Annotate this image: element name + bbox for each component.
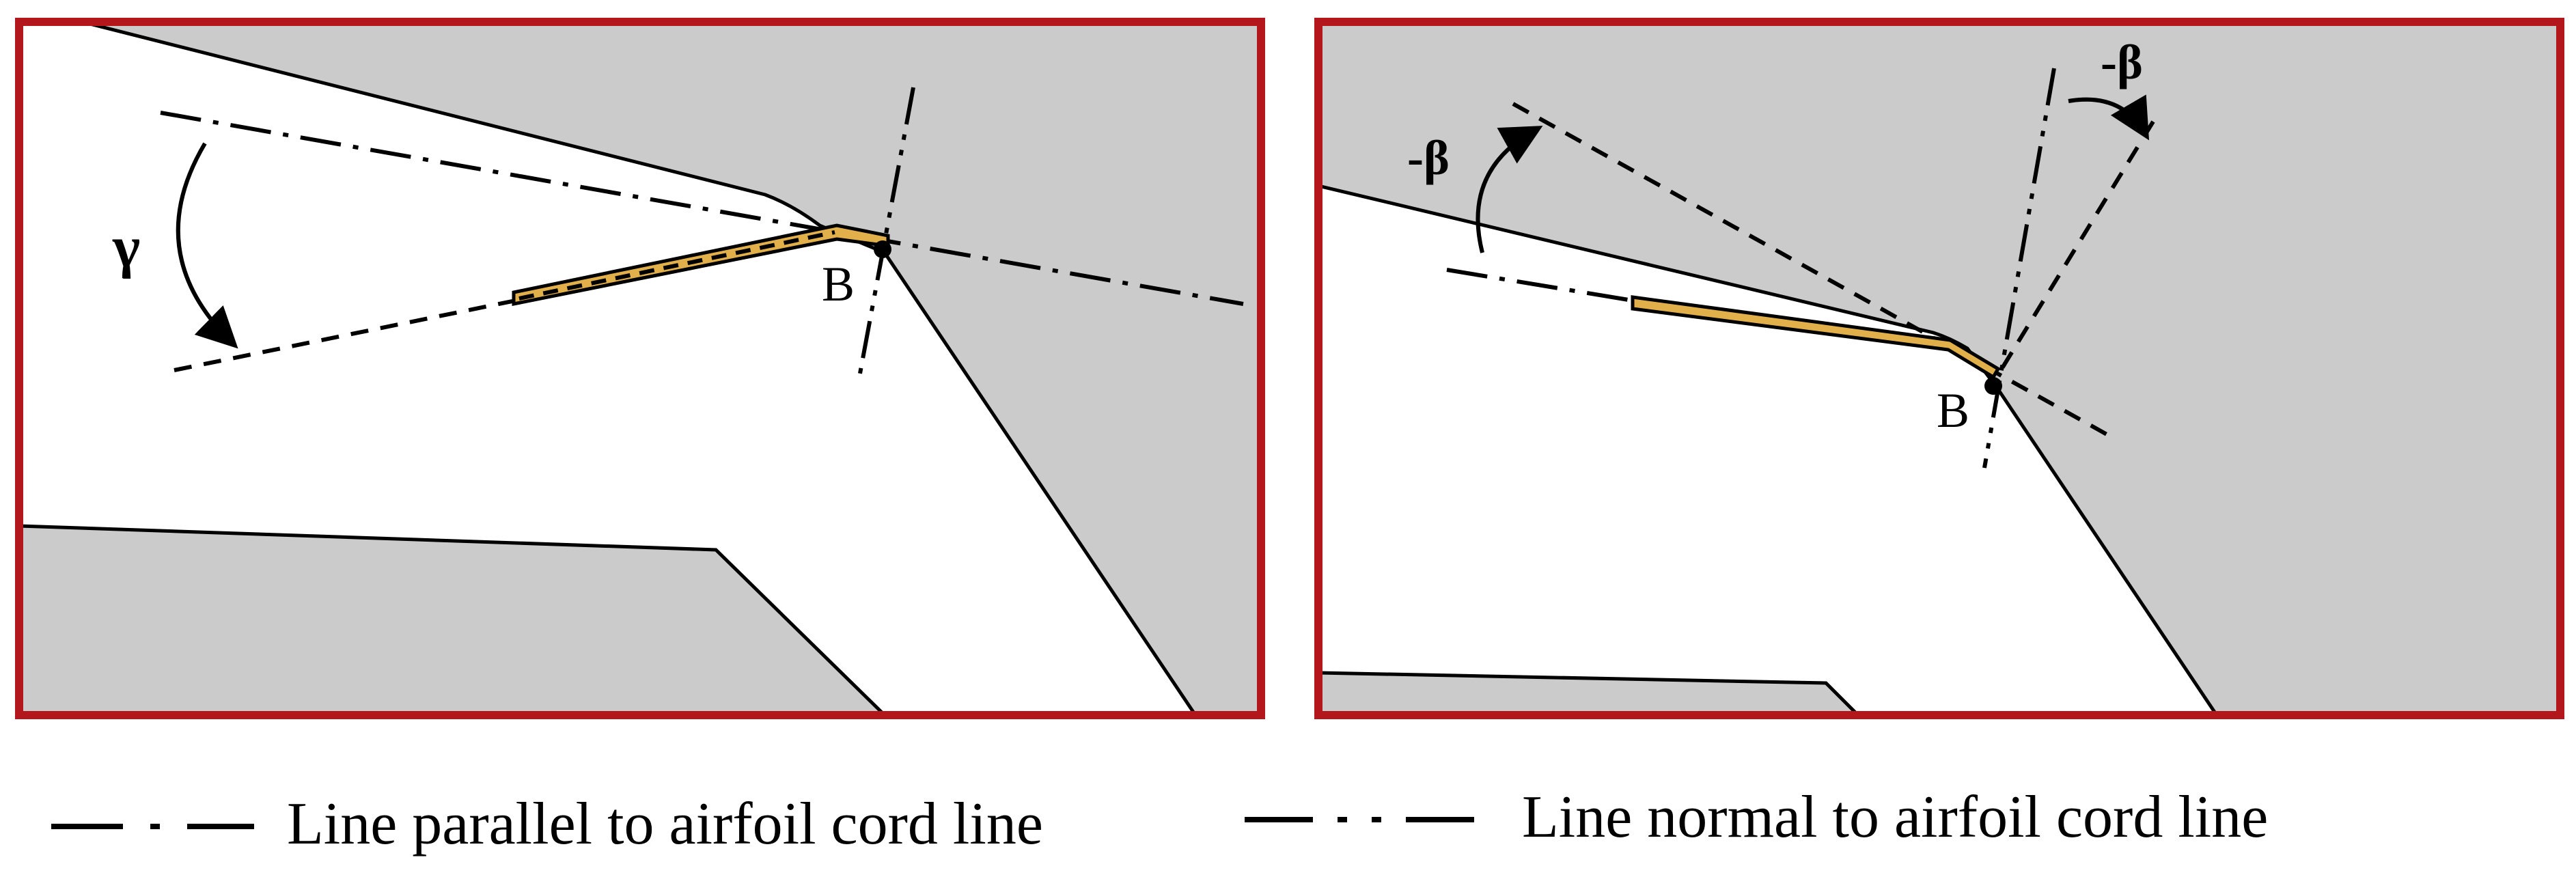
right-point-b-label: B (1937, 383, 1969, 438)
left-point-b-label: B (822, 257, 855, 311)
left-gamma-label: γ (112, 214, 140, 279)
right-lower-gray-region (1318, 671, 1861, 715)
left-gamma-arc (176, 142, 238, 349)
right-beta-arc-left (1476, 126, 1543, 253)
right-beta-label-left: -β (1407, 130, 1450, 185)
left-upper-gray-region (81, 22, 1261, 715)
legend-item-normal: Line normal to airfoil cord line (1245, 784, 2268, 850)
right-parallel-line (1446, 268, 1633, 303)
left-lower-gray-region (19, 524, 887, 715)
right-rotated-normal-line (1989, 120, 2155, 387)
legend: Line parallel to airfoil cord line Line … (51, 784, 2268, 857)
left-panel-frame (15, 18, 1265, 719)
left-panel: B γ (19, 22, 1261, 715)
left-point-b (874, 240, 891, 258)
legend-label-parallel: Line parallel to airfoil cord line (287, 791, 1043, 857)
right-normal-line (1982, 68, 2056, 469)
left-normal-line (857, 87, 915, 378)
left-flap-stripe (518, 230, 835, 301)
legend-label-normal: Line normal to airfoil cord line (1522, 784, 2268, 850)
right-rotated-dashed-line (1512, 102, 2116, 441)
legend-item-parallel: Line parallel to airfoil cord line (51, 791, 1043, 857)
right-beta-arc-top (2068, 94, 2150, 141)
right-panel: B -β -β (1318, 22, 2560, 715)
right-beta-label-top: -β (2101, 35, 2143, 89)
right-point-b (1984, 377, 2002, 395)
right-panel-frame (1314, 18, 2564, 719)
